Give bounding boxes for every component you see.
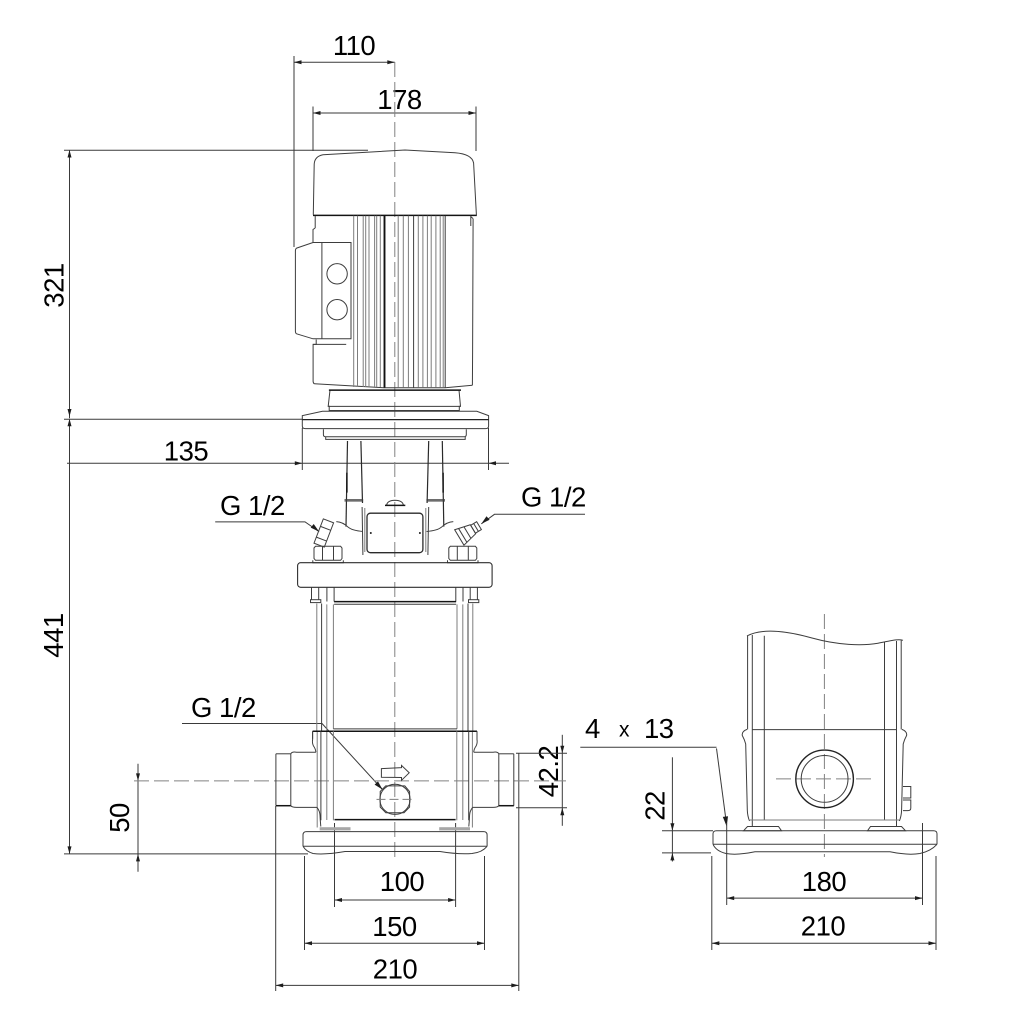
svg-text:180: 180 (802, 866, 847, 897)
svg-text:22: 22 (640, 791, 671, 821)
svg-text:441: 441 (38, 613, 69, 657)
svg-text:210: 210 (373, 954, 418, 985)
svg-text:x: x (619, 719, 630, 742)
svg-text:G 1/2: G 1/2 (220, 490, 285, 521)
svg-text:150: 150 (372, 911, 417, 942)
svg-text:135: 135 (164, 436, 209, 467)
svg-text:178: 178 (377, 84, 422, 115)
svg-text:321: 321 (38, 263, 69, 307)
svg-text:G 1/2: G 1/2 (521, 482, 586, 513)
svg-text:100: 100 (380, 866, 425, 897)
svg-text:210: 210 (801, 911, 846, 942)
svg-text:13: 13 (644, 713, 674, 744)
svg-text:4: 4 (585, 713, 600, 744)
svg-text:50: 50 (104, 803, 135, 833)
svg-text:42.2: 42.2 (533, 746, 564, 798)
svg-text:110: 110 (333, 30, 376, 61)
svg-text:G 1/2: G 1/2 (191, 692, 256, 723)
